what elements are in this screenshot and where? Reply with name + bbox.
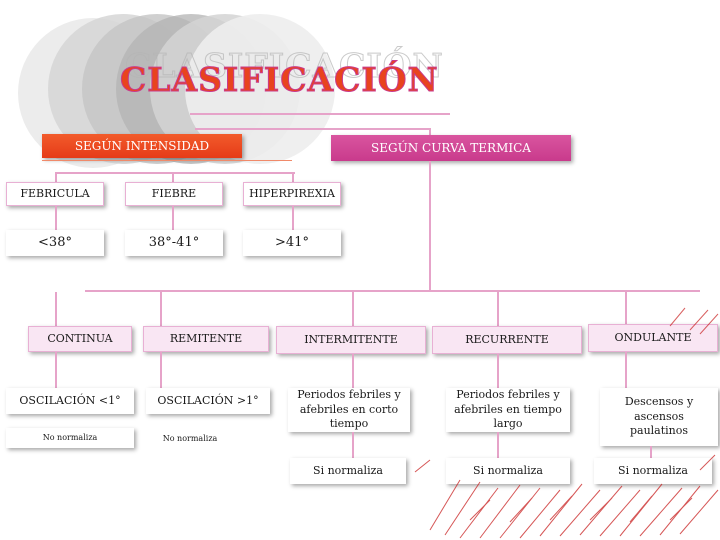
connector xyxy=(160,292,162,326)
connector xyxy=(172,172,174,182)
connector xyxy=(497,354,499,388)
page-title-shadow: CLASIFICACIÓN xyxy=(125,46,444,86)
page-title: CLASIFICACIÓN xyxy=(120,60,439,100)
type-ondulante: ONDULANTE xyxy=(588,324,718,352)
normalize-no-continua: No normaliza xyxy=(6,428,134,448)
title-underline xyxy=(190,113,450,115)
oscillation-continua: OSCILACIÓN <1° xyxy=(6,388,134,414)
normalize-si-intermitente: Si normaliza xyxy=(290,458,406,484)
decorative-scribble xyxy=(414,454,719,539)
connector xyxy=(497,292,499,326)
category-fiebre: FIEBRE xyxy=(125,182,223,206)
connector xyxy=(85,290,700,292)
connector xyxy=(172,206,174,230)
range-febricula: <38° xyxy=(6,230,104,256)
normalize-si-ondulante: Si normaliza xyxy=(594,458,712,484)
connector xyxy=(55,292,57,326)
header-intensity: SEGÚN INTENSIDAD xyxy=(42,134,242,158)
oscillation-remitente: OSCILACIÓN >1° xyxy=(146,388,270,414)
connector xyxy=(55,206,57,230)
category-hiperpirexia: HIPERPIREXIA xyxy=(243,182,341,206)
category-febricula: FEBRICULA xyxy=(6,182,104,206)
range-fiebre: 38°-41° xyxy=(125,230,223,256)
connector xyxy=(55,172,57,182)
type-intermitente: INTERMITENTE xyxy=(276,326,426,354)
connector xyxy=(55,352,57,388)
connector xyxy=(352,292,354,326)
description-intermitente: Periodos febriles y afebriles en corto t… xyxy=(288,388,410,432)
connector xyxy=(42,160,292,161)
header-curve: SEGÚN CURVA TERMICA xyxy=(331,135,571,161)
normalize-si-recurrente: Si normaliza xyxy=(446,458,570,484)
connector xyxy=(352,354,354,388)
normalize-no-remitente: No normaliza xyxy=(162,433,218,443)
type-continua: CONTINUA xyxy=(28,326,132,352)
connector xyxy=(625,352,627,388)
connector xyxy=(292,172,294,182)
decorative-scribble xyxy=(669,307,719,335)
connector xyxy=(429,161,431,291)
connector xyxy=(625,292,627,326)
connector xyxy=(292,206,294,230)
connector xyxy=(650,446,652,458)
type-remitente: REMITENTE xyxy=(143,326,269,352)
type-recurrente: RECURRENTE xyxy=(432,326,582,354)
connector xyxy=(55,172,295,174)
range-hiperpirexia: >41° xyxy=(243,230,341,256)
connector xyxy=(195,128,431,130)
description-recurrente: Periodos febriles y afebriles en tiempo … xyxy=(446,388,570,432)
connector xyxy=(352,432,354,458)
description-ondulante: Descensos y ascensos paulatinos xyxy=(600,388,718,446)
connector xyxy=(429,128,431,138)
connector xyxy=(497,432,499,458)
connector xyxy=(160,352,162,388)
